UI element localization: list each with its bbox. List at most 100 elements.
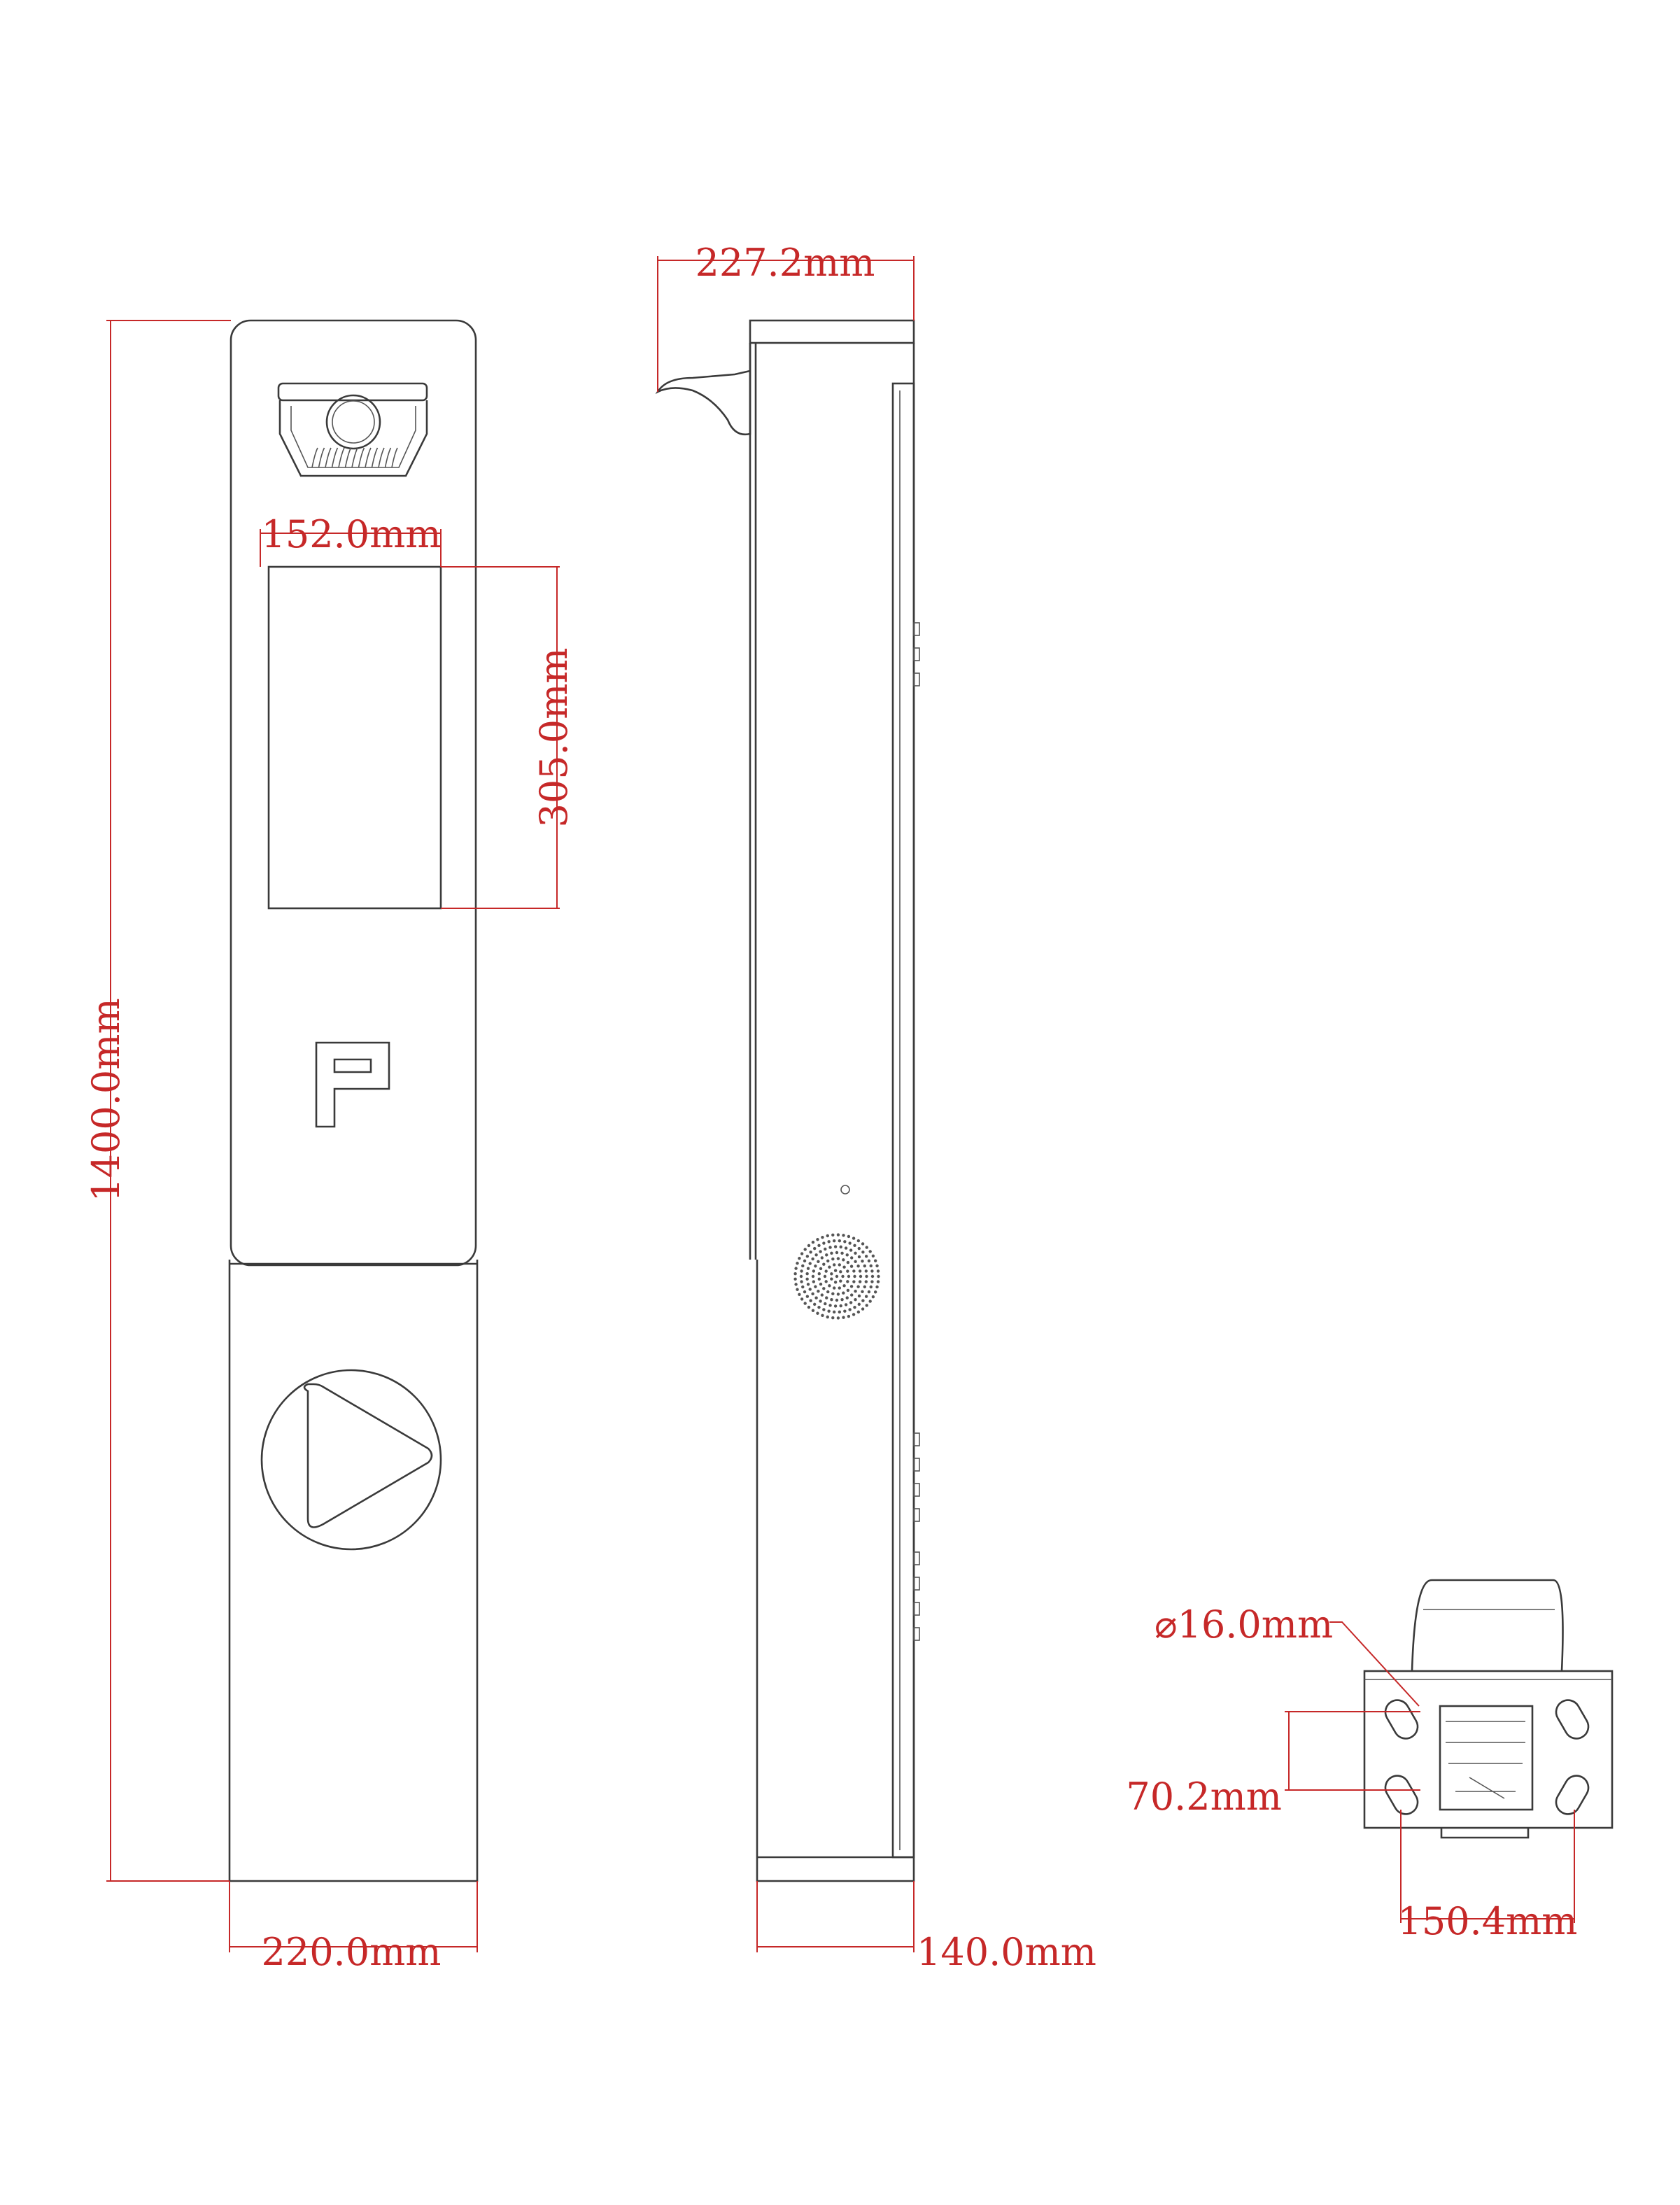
speaker-hole: [861, 1290, 864, 1293]
speaker-hole: [865, 1246, 868, 1249]
speaker-hole: [865, 1304, 868, 1307]
speaker-hole: [833, 1286, 836, 1290]
speaker-hole: [864, 1269, 868, 1273]
speaker-hole: [849, 1264, 854, 1268]
screen-area: [267, 565, 442, 910]
speaker-hole: [863, 1264, 866, 1268]
speaker-hole: [833, 1263, 836, 1267]
front-width-dimension: 220.0mm: [229, 1881, 478, 1974]
speaker-hole: [856, 1239, 861, 1243]
speaker-hole: [827, 1240, 831, 1244]
speaker-hole: [854, 1289, 857, 1293]
screen-height-label: 305.0mm: [532, 647, 576, 827]
speaker-hole: [838, 1239, 842, 1243]
speaker-hole: [861, 1242, 865, 1246]
speaker-hole: [819, 1267, 823, 1271]
speaker-hole: [869, 1264, 873, 1268]
speaker-hole: [793, 1271, 797, 1276]
speaker-hole: [826, 1234, 829, 1238]
speaker-hole: [854, 1251, 857, 1255]
side-top-depth-label: 227.2mm: [695, 241, 875, 285]
speaker-hole: [824, 1280, 828, 1283]
panel-bump: [913, 1602, 920, 1616]
speaker-hole: [814, 1296, 818, 1299]
panel-bump: [913, 1551, 920, 1565]
panel-bump: [913, 1577, 920, 1591]
speaker-hole: [800, 1280, 803, 1283]
speaker-hole: [820, 1256, 824, 1260]
mount-hole-top-right: [1555, 1699, 1590, 1740]
speaker-hole: [816, 1238, 819, 1241]
speaker-hole: [876, 1269, 880, 1273]
speaker-hole: [857, 1255, 861, 1259]
screen-height-dimension: 305.0mm: [441, 566, 576, 909]
speaker-hole: [854, 1298, 857, 1302]
speaker-hole: [811, 1240, 815, 1244]
camera-fin: [311, 447, 318, 468]
camera-fin: [371, 447, 379, 468]
speaker-hole: [846, 1260, 850, 1264]
speaker-hole: [868, 1250, 872, 1253]
speaker-hole: [838, 1263, 841, 1267]
speaker-hole: [821, 1235, 824, 1239]
speaker-hole: [807, 1305, 811, 1309]
panel-bump: [913, 1627, 920, 1641]
camera-fin: [384, 447, 392, 468]
speaker-hole: [864, 1255, 868, 1258]
speaker-hole: [840, 1297, 844, 1302]
front-width-label: 220.0mm: [261, 1930, 441, 1974]
speaker-hole: [848, 1308, 852, 1311]
speaker-hole: [824, 1247, 827, 1251]
speaker-hole: [812, 1280, 816, 1283]
panel-bump: [913, 1483, 920, 1497]
speaker-hole: [868, 1299, 872, 1303]
screen-width-label: 152.0mm: [261, 512, 441, 556]
speaker-hole: [852, 1280, 856, 1283]
speaker-hole: [833, 1281, 838, 1284]
speaker-hole: [842, 1234, 845, 1237]
speaker-hole: [849, 1285, 854, 1288]
speaker-hole: [847, 1234, 851, 1239]
speaker-hole: [830, 1251, 833, 1255]
speaker-hole: [819, 1282, 823, 1286]
speaker-hole: [819, 1299, 822, 1303]
speaker-hole: [826, 1315, 829, 1319]
speaker-hole: [806, 1283, 810, 1286]
speaker-hole: [822, 1262, 826, 1266]
speaker-hole: [869, 1285, 873, 1289]
speaker-hole: [840, 1251, 844, 1255]
panel-bump: [913, 672, 920, 686]
panel-bump: [913, 1508, 920, 1522]
speaker-grille-icon: [793, 1233, 880, 1320]
speaker-hole: [827, 1309, 831, 1313]
speaker-hole: [812, 1269, 816, 1273]
panel-bump: [913, 622, 920, 636]
front-height-label: 1400.0mm: [84, 998, 128, 1202]
mic-hole-icon: [840, 1185, 850, 1195]
speaker-hole: [835, 1274, 839, 1278]
speaker-hole: [856, 1310, 861, 1314]
speaker-hole: [852, 1313, 856, 1316]
speaker-hole: [843, 1240, 847, 1244]
speaker-hole: [842, 1265, 846, 1269]
speaker-hole: [822, 1287, 826, 1290]
speaker-hole: [856, 1285, 860, 1288]
speaker-hole: [870, 1274, 875, 1278]
hole-spacing-horizontal-label: 150.4mm: [1397, 1899, 1577, 1943]
speaker-hole: [852, 1237, 856, 1240]
speaker-hole: [838, 1310, 842, 1314]
speaker-hole: [847, 1314, 851, 1318]
speaker-hole: [845, 1296, 849, 1299]
speaker-hole: [864, 1280, 868, 1283]
speaker-hole: [817, 1271, 821, 1276]
base-plate: [1363, 1670, 1614, 1829]
speaker-hole: [873, 1259, 877, 1262]
speaker-hole: [833, 1304, 838, 1308]
speaker-hole: [821, 1313, 824, 1318]
speaker-hole: [811, 1292, 814, 1296]
camera-fin: [331, 447, 339, 468]
front-height-dimension: 1400.0mm: [84, 320, 231, 1882]
side-camera-hood: [655, 343, 751, 436]
side-front-panel: [891, 382, 915, 1859]
speaker-hole: [839, 1270, 842, 1274]
